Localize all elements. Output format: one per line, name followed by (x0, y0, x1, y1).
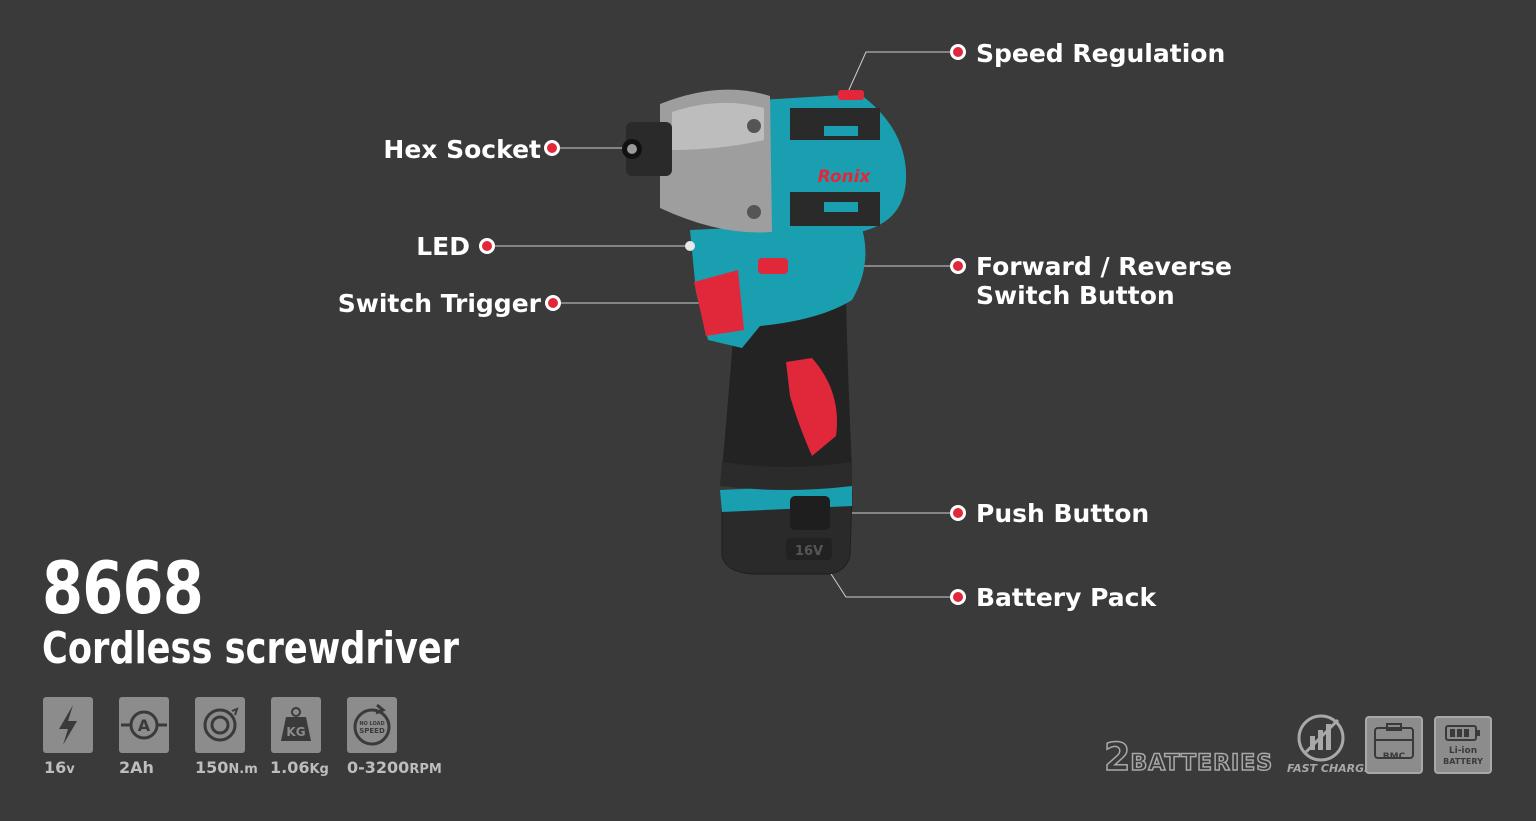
callout-switch-trigger: Switch Trigger (337, 289, 541, 318)
spec-speed-unit: RPM (409, 762, 442, 777)
fast-charger-icon (1297, 714, 1345, 762)
spec-weight-value: 1.06 (270, 758, 310, 777)
no-load-text: NO LOAD (359, 721, 384, 727)
handle-shape (720, 300, 852, 490)
spec-capacity: 2Ah (119, 758, 154, 777)
leader-speed-regulation (847, 51, 952, 93)
callout-forward-reverse-line1: Forward / Reverse (976, 252, 1232, 281)
batteries-count: 2 (1103, 735, 1131, 779)
speed-text: SPEED (359, 727, 385, 735)
callout-led: LED (416, 232, 470, 261)
battery-pack-shape: 16V (720, 484, 853, 575)
spec-speed: 0-3200RPM (347, 758, 442, 777)
spec-torque: 150N.m (195, 758, 258, 777)
bmc-label: BMC (1382, 752, 1406, 762)
spec-weight: 1.06Kg (270, 758, 329, 777)
dot-speed-regulation (950, 44, 966, 60)
li-ion-label-line2: BATTERY (1443, 757, 1483, 766)
spec-weight-unit: Kg (309, 762, 329, 777)
dot-push-button (950, 505, 966, 521)
no-load-speed-icon: NO LOAD SPEED (347, 697, 397, 753)
callout-push-button: Push Button (976, 499, 1150, 528)
callout-dots (479, 44, 966, 605)
spec-capacity-unit: Ah (130, 758, 154, 777)
two-batteries-badge: 2BATTERIES (1103, 735, 1274, 779)
kg-icon-letters: KG (286, 725, 305, 739)
push-button-shape (790, 496, 830, 530)
spec-torque-value: 150 (195, 758, 229, 777)
callout-speed-regulation: Speed Regulation (976, 39, 1226, 68)
voltage-bolt-icon (43, 697, 93, 753)
li-ion-battery-icon: Li-ion BATTERY (1434, 716, 1492, 774)
battery-marking: 16V (795, 544, 823, 559)
hex-socket-shape (622, 122, 672, 176)
gear-head-shape (660, 89, 772, 233)
callout-hex-socket: Hex Socket (383, 135, 541, 164)
model-number: 8668 (42, 546, 204, 630)
callout-battery-pack: Battery Pack (976, 583, 1157, 612)
spec-torque-unit: N.m (228, 762, 258, 777)
housing-shape: Ronix (690, 90, 907, 348)
li-ion-label-line1: Li-ion (1448, 746, 1478, 756)
dot-forward-reverse (950, 258, 966, 274)
weight-kg-icon: KG (271, 697, 321, 753)
dot-battery-pack (950, 589, 966, 605)
ronix-logo: Ronix (818, 167, 872, 187)
spec-speed-value: 0-3200 (347, 758, 410, 777)
torque-icon (195, 697, 245, 753)
spec-voltage-unit: v (66, 762, 75, 777)
dot-led (479, 238, 495, 254)
ampere-icon-letter: A (138, 716, 151, 735)
fast-charger-label: FAST CHARGER (1287, 762, 1381, 775)
spec-capacity-value: 2 (119, 758, 131, 777)
callout-forward-reverse-line2: Switch Button (976, 281, 1175, 310)
batteries-word: BATTERIES (1130, 750, 1274, 777)
ampere-hour-icon: A (119, 697, 169, 753)
dot-switch-trigger (545, 295, 561, 311)
bmc-case-icon: BMC (1365, 716, 1423, 774)
dot-hex-socket (544, 140, 560, 156)
spec-voltage-value: 16 (44, 758, 67, 777)
spec-voltage: 16v (44, 758, 75, 777)
led-shape (685, 241, 695, 251)
product-name: Cordless screwdriver (42, 623, 460, 674)
